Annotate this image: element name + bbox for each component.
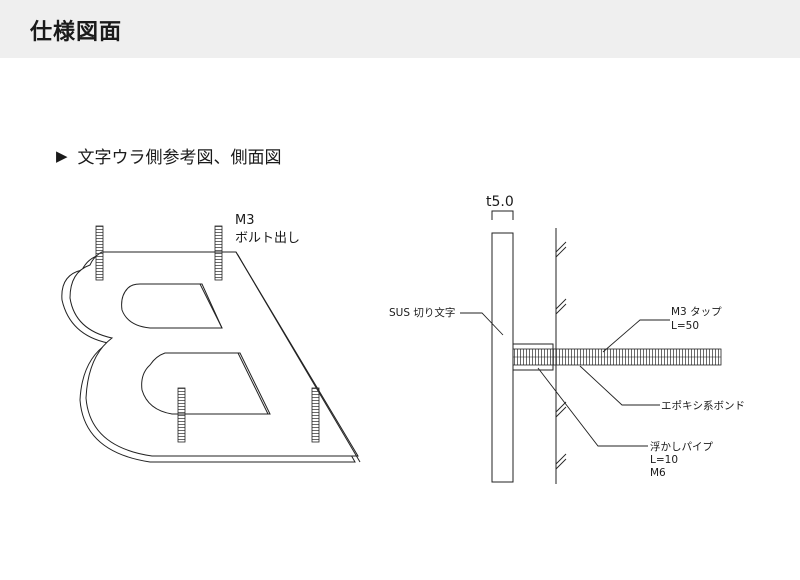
- side-view: t5.0 SUS 切り文字 M3 タップ L=5: [389, 194, 745, 484]
- bolt: [311, 387, 320, 443]
- pipe-label-line3: M6: [650, 467, 666, 479]
- leader-lines: [460, 312, 670, 447]
- bolt-label-line1: M3: [235, 213, 255, 228]
- leader-plate: [460, 312, 504, 336]
- tap-label-line1: M3 タップ: [671, 306, 722, 318]
- bolts-group: [95, 225, 320, 443]
- tap-label-line2: L=50: [671, 320, 699, 332]
- bolt: [214, 225, 223, 281]
- bolt: [177, 387, 186, 443]
- pipe-label-line1: 浮かしパイプ: [650, 441, 713, 453]
- page-title: 仕様図面: [30, 20, 123, 45]
- lower-counter: [141, 352, 271, 415]
- bolt: [95, 225, 104, 281]
- upper-counter: [121, 283, 223, 329]
- plate-label: SUS 切り文字: [389, 306, 455, 319]
- bond-label: エポキシ系ボンド: [661, 400, 745, 412]
- leader-bond: [579, 365, 660, 406]
- page-header: 仕様図面: [0, 0, 800, 58]
- bolt-label-line2: ボルト出し: [235, 231, 300, 246]
- triangle-marker-icon: ▶: [56, 146, 68, 165]
- sus-plate: [491, 232, 514, 483]
- leader-pipe: [537, 367, 648, 447]
- thickness-bracket: [491, 210, 514, 220]
- leader-tap: [602, 319, 670, 353]
- thickness-label: t5.0: [486, 194, 514, 210]
- section-heading: ▶ 文字ウラ側参考図、側面図: [56, 143, 282, 169]
- pipe-label-line2: L=10: [650, 454, 678, 466]
- wall-hatching: [555, 241, 567, 470]
- section-title: 文字ウラ側参考図、側面図: [77, 148, 282, 168]
